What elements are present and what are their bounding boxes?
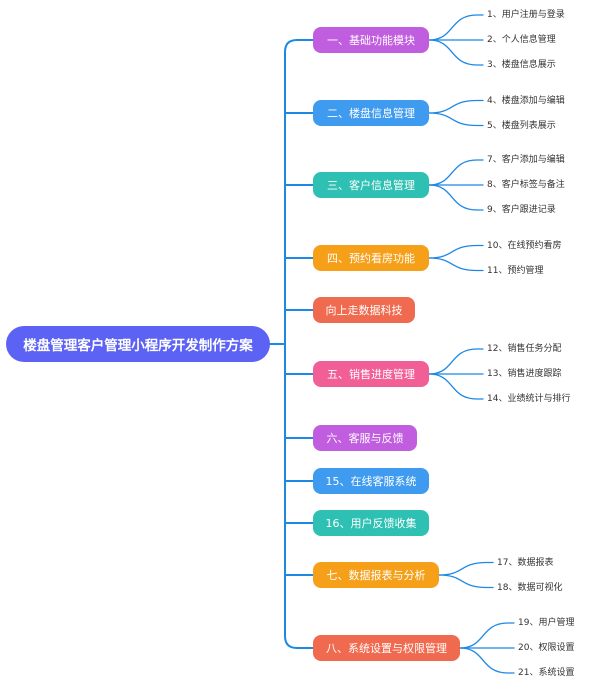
leaf-connector: [428, 14, 484, 41]
leaf-topic: 7、客户添加与编辑: [487, 155, 565, 165]
leaf-topic: 2、个人信息管理: [487, 35, 556, 45]
leaf-topic: 17、数据报表: [497, 557, 554, 568]
leaf-connector: [428, 99, 484, 114]
leaf-connector: [428, 112, 484, 127]
leaf-topic: 3、楼盘信息展示: [487, 60, 556, 70]
leaf-topic: 13、销售进度跟踪: [487, 369, 562, 379]
root-topic: 楼盘管理客户管理小程序开发制作方案: [6, 326, 270, 362]
branch-topic: 八、系统设置与权限管理: [313, 635, 460, 661]
leaf-connector: [438, 561, 494, 576]
leaf-connector: [428, 348, 484, 375]
leaf-topic: 19、用户管理: [518, 618, 575, 628]
leaf-topic: 5、楼盘列表展示: [487, 120, 556, 131]
branch-topic: 四、预约看房功能: [313, 245, 429, 271]
leaf-topic: 10、在线预约看房: [487, 240, 562, 251]
leaf-topic: 20、权限设置: [518, 643, 575, 653]
leaf-connector: [438, 574, 494, 589]
branch-topic: 五、销售进度管理: [313, 361, 429, 387]
leaf-topic: 21、系统设置: [518, 668, 575, 678]
leaf-topic: 9、客户跟进记录: [487, 205, 556, 215]
leaf-topic: 1、用户注册与登录: [487, 10, 565, 20]
leaf-topic: 14、业绩统计与排行: [487, 394, 571, 404]
branch-topic: 三、客户信息管理: [313, 172, 429, 198]
branch-topic: 二、楼盘信息管理: [313, 100, 429, 126]
branch-topic: 一、基础功能模块: [313, 27, 429, 53]
trunk-line: [284, 39, 298, 649]
branch-topic: 六、客服与反馈: [313, 425, 417, 451]
leaf-connector: [428, 244, 484, 259]
leaf-topic: 8、客户标签与备注: [487, 180, 565, 190]
leaf-connector: [428, 39, 484, 66]
leaf-topic: 12、销售任务分配: [487, 344, 562, 354]
leaf-connector: [428, 159, 484, 186]
leaf-topic: 18、数据可视化: [497, 582, 563, 593]
leaf-topic: 4、楼盘添加与编辑: [487, 95, 565, 106]
branch-topic: 16、用户反馈收集: [313, 510, 429, 536]
leaf-connector: [428, 184, 484, 211]
leaf-connector: [459, 622, 515, 649]
branch-topic: 七、数据报表与分析: [313, 562, 439, 588]
leaf-connector: [428, 257, 484, 272]
leaf-connector: [459, 647, 515, 674]
branch-topic: 向上走数据科技: [313, 297, 415, 323]
branch-topic: 15、在线客服系统: [313, 468, 429, 494]
leaf-topic: 11、预约管理: [487, 265, 544, 276]
leaf-connector: [428, 373, 484, 400]
